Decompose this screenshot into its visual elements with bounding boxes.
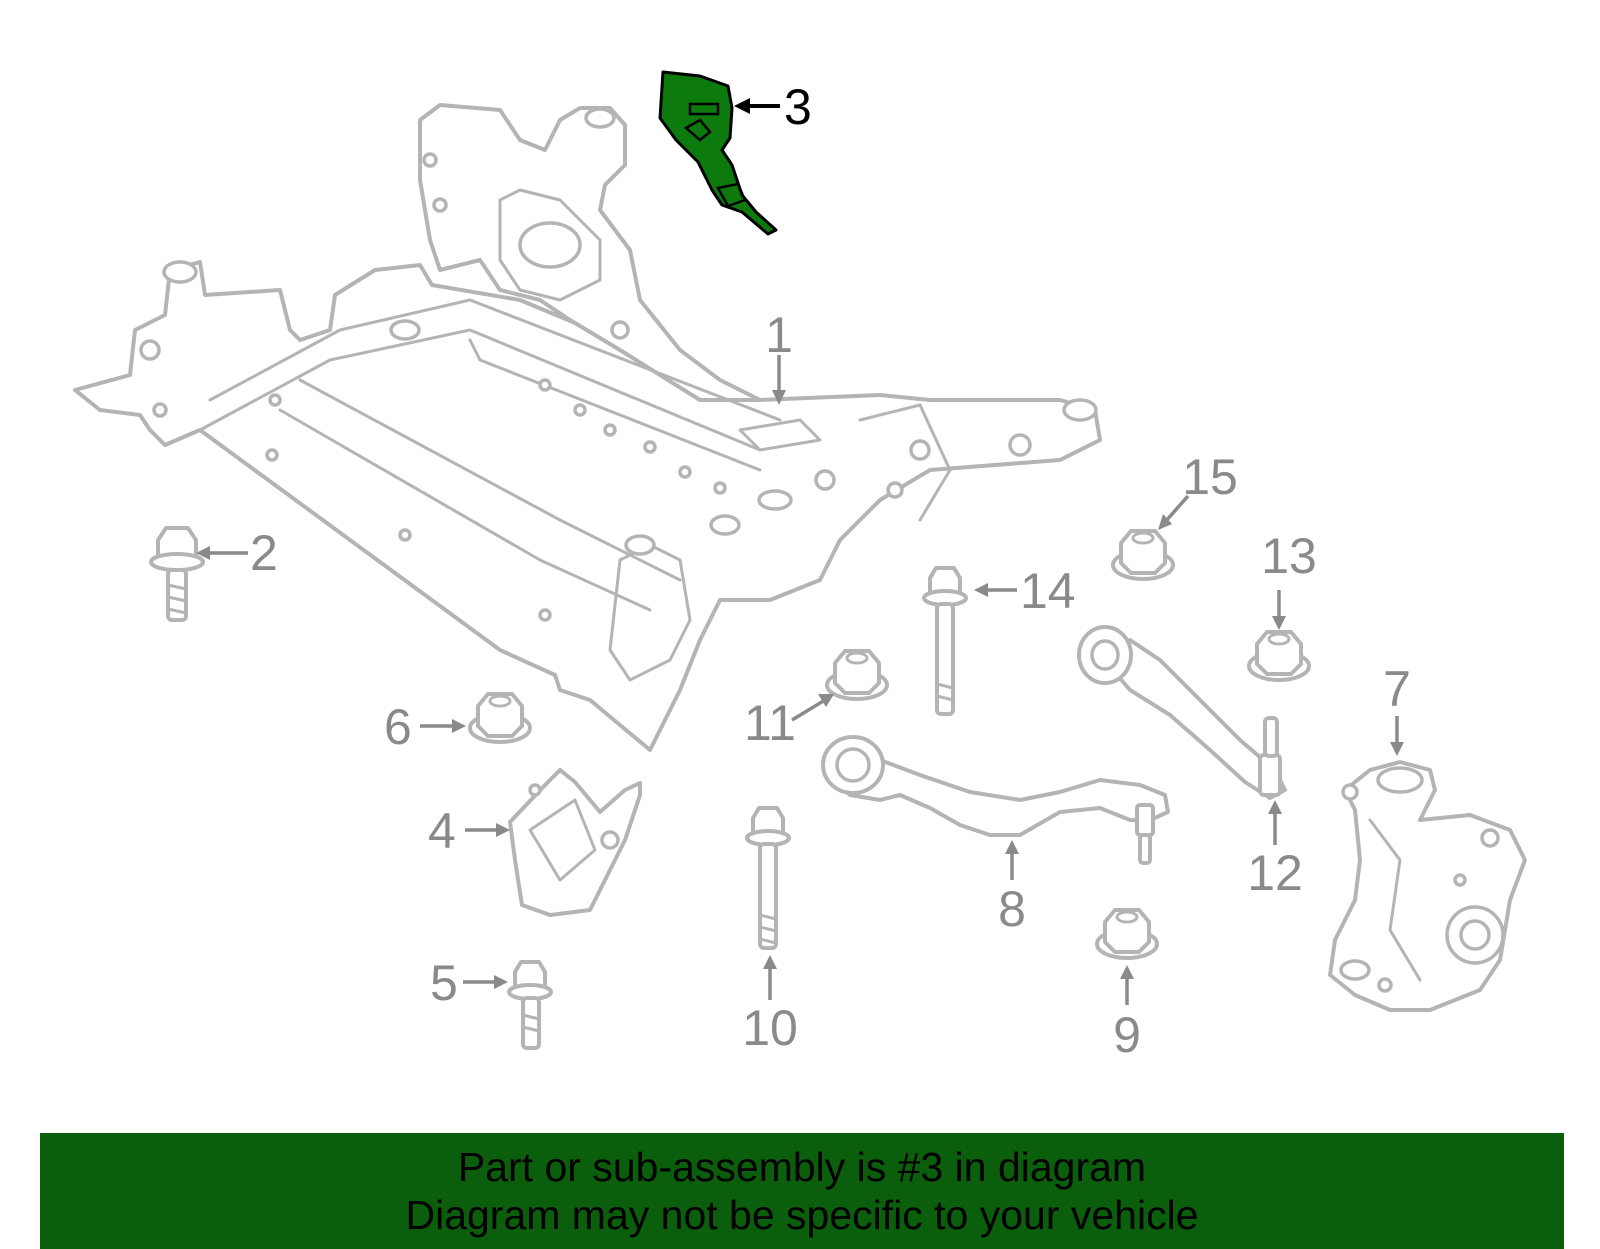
banner-line-2: Diagram may not be specific to your vehi…	[405, 1192, 1199, 1238]
callout-6[interactable]: 6	[384, 699, 412, 755]
callout-13[interactable]: 13	[1261, 528, 1317, 584]
part-2-bolt[interactable]	[149, 526, 205, 622]
callout-15[interactable]: 15	[1182, 449, 1238, 505]
leader-lines	[196, 98, 1404, 1005]
part-7-knuckle[interactable]	[1328, 760, 1527, 1012]
info-banner: Part or sub-assembly is #3 in diagram Di…	[40, 1133, 1564, 1249]
part-4-bracket[interactable]	[508, 768, 642, 917]
callout-9[interactable]: 9	[1113, 1007, 1141, 1063]
part-9-nut[interactable]	[1095, 908, 1159, 960]
part-14-bolt[interactable]	[922, 566, 968, 716]
part-10-bolt[interactable]	[745, 806, 791, 950]
callout-11[interactable]: 11	[744, 695, 796, 751]
callout-14[interactable]: 14	[1020, 563, 1076, 619]
part-13-nut[interactable]	[1247, 630, 1311, 682]
callout-3[interactable]: 3	[784, 79, 812, 135]
callout-5[interactable]: 5	[430, 955, 458, 1011]
part-3-bracket-highlighted[interactable]	[658, 70, 778, 236]
callout-labels: 1 2 3 4 5 6 7 8 9 10 11 12 13 14 15	[250, 79, 1411, 1063]
part-5-bolt[interactable]	[507, 960, 553, 1050]
callout-7[interactable]: 7	[1383, 661, 1411, 717]
callout-12[interactable]: 12	[1247, 845, 1303, 901]
part-15-nut[interactable]	[1111, 529, 1175, 581]
callout-1[interactable]: 1	[765, 307, 793, 363]
callout-2[interactable]: 2	[250, 525, 278, 581]
banner-line-1: Part or sub-assembly is #3 in diagram	[457, 1144, 1147, 1190]
callout-10[interactable]: 10	[742, 1000, 798, 1056]
part-12-strut[interactable]	[1077, 625, 1287, 800]
part-1-subframe[interactable]	[73, 103, 1102, 752]
part-6-nut[interactable]	[468, 692, 532, 744]
part-11-nut[interactable]	[825, 649, 889, 701]
callout-4[interactable]: 4	[428, 803, 456, 859]
part-8-control-arm[interactable]	[821, 735, 1170, 865]
callout-8[interactable]: 8	[998, 881, 1026, 937]
